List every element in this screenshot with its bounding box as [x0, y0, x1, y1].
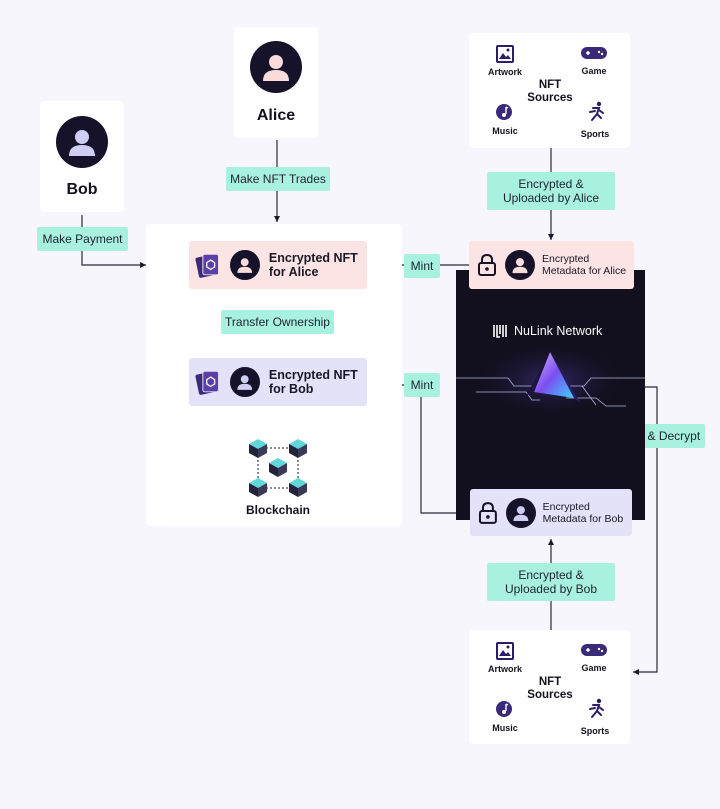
sports-runner-icon: [589, 101, 604, 121]
make-payment-label: Make Payment: [37, 227, 128, 251]
bob-nft-avatar: [230, 367, 260, 397]
blockchain-label: Blockchain: [245, 503, 311, 517]
nulink-network-panel: NuLink Network: [456, 270, 645, 520]
alice-card: Alice: [234, 27, 318, 138]
mint-top-label: Mint: [404, 254, 440, 278]
make-nft-trades-label: Make NFT Trades: [226, 167, 330, 191]
transfer-ownership-label: Transfer Ownership: [221, 310, 334, 334]
encrypted-nft-bob: Encrypted NFT for Bob: [189, 358, 367, 406]
artwork-label: Artwork: [487, 664, 522, 674]
sports-runner-icon: [589, 698, 604, 718]
bob-name: Bob: [66, 181, 98, 198]
mint-bottom-label: Mint: [404, 373, 440, 397]
encrypted-metadata-bob: Encrypted Metadata for Bob: [470, 489, 632, 536]
artwork-label: Artwork: [487, 67, 522, 77]
person-icon: [263, 55, 289, 81]
nft-sources-top: Artwork Game NFT Sources Music Sports: [469, 33, 630, 148]
encrypted-nft-alice-text: Encrypted NFT for Alice: [268, 251, 358, 279]
person-icon: [69, 130, 95, 156]
game-label: Game: [581, 663, 607, 673]
alice-metadata-avatar: [505, 250, 535, 280]
bob-card: Bob: [40, 101, 124, 212]
nulink-network-name: NuLink Network: [514, 324, 603, 338]
nulink-logo-icon: [493, 325, 507, 338]
music-icon: [496, 701, 512, 717]
person-icon: [237, 258, 253, 273]
person-icon: [237, 375, 253, 390]
alice-name: Alice: [256, 107, 296, 124]
music-icon: [496, 104, 512, 120]
encrypted-metadata-alice: Encrypted Metadata for Alice: [469, 241, 634, 289]
nft-sources-bottom: Artwork Game NFT Sources Music Sports: [469, 630, 630, 744]
encrypted-uploaded-alice-label: Encrypted & Uploaded by Alice: [487, 172, 615, 210]
nft-sources-top-title: NFT Sources: [527, 79, 573, 104]
game-controller-icon: [581, 644, 607, 656]
nft-cards-icon: [195, 370, 220, 395]
nft-sources-bottom-title: NFT Sources: [527, 676, 573, 701]
encrypted-metadata-bob-text: Encrypted Metadata for Bob: [542, 500, 624, 525]
alice-nft-avatar: [230, 250, 260, 280]
game-controller-icon: [581, 47, 607, 59]
sports-label: Sports: [580, 129, 610, 139]
blockchain-cubes-icon: [249, 439, 307, 497]
lock-icon: [478, 501, 497, 524]
encrypted-uploaded-bob-label: Encrypted & Uploaded by Bob: [487, 563, 615, 601]
music-label: Music: [492, 723, 518, 733]
bob-avatar: [56, 116, 108, 168]
person-icon: [513, 505, 529, 521]
game-label: Game: [581, 66, 607, 76]
music-label: Music: [492, 126, 518, 136]
encrypted-nft-alice: Encrypted NFT for Alice: [189, 241, 367, 289]
encrypted-nft-bob-text: Encrypted NFT for Bob: [268, 368, 358, 396]
person-icon: [512, 258, 528, 274]
network-graphic: [456, 340, 645, 420]
bob-metadata-avatar: [505, 497, 536, 528]
artwork-icon: [496, 642, 514, 660]
encrypted-metadata-alice-text: Encrypted Metadata for Alice: [542, 253, 627, 277]
lock-icon: [478, 253, 496, 276]
sports-label: Sports: [580, 726, 610, 736]
nft-cards-icon: [195, 253, 220, 278]
alice-avatar: [250, 41, 302, 93]
artwork-icon: [496, 45, 514, 63]
nulink-network-title: NuLink Network: [492, 323, 602, 339]
